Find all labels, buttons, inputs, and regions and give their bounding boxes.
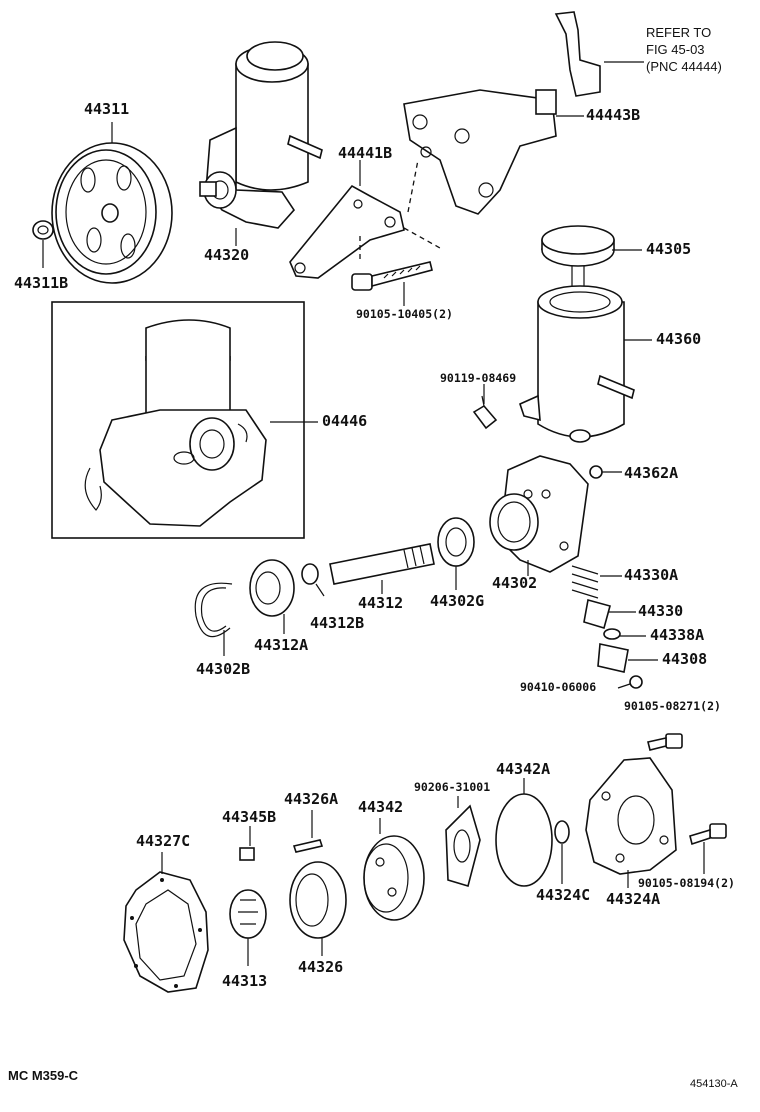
pump-body-44302 bbox=[489, 455, 589, 573]
callout-44441B: 44441B bbox=[338, 144, 393, 162]
bolt-90105-08194 bbox=[689, 823, 727, 846]
bearing-44302G bbox=[437, 517, 475, 567]
bolt-90119-08469 bbox=[472, 395, 498, 430]
bracket-44443B bbox=[403, 89, 557, 215]
illustration-id: 454130-A bbox=[690, 1078, 738, 1090]
callout-44312B: 44312B bbox=[310, 614, 365, 632]
model-code: MC M359-C bbox=[8, 1068, 79, 1083]
callout-44313: 44313 bbox=[222, 972, 268, 990]
callout-90410-06006: 90410-06006 bbox=[520, 680, 597, 694]
union-44308 bbox=[597, 643, 629, 673]
pin-44326A bbox=[292, 839, 324, 853]
o-ring-44342A bbox=[495, 793, 553, 887]
callout-44311B: 44311B bbox=[14, 274, 69, 292]
callout-44326A: 44326A bbox=[284, 790, 339, 808]
vane-44345B bbox=[239, 847, 255, 861]
reservoir-cap-44305 bbox=[541, 225, 615, 298]
gasket-90206-31001 bbox=[445, 804, 481, 888]
callout-44308: 44308 bbox=[662, 650, 708, 668]
callout-44311: 44311 bbox=[84, 100, 130, 118]
callout-44312: 44312 bbox=[358, 594, 404, 612]
retaining-ring-44302B bbox=[194, 582, 233, 638]
pulley-44311 bbox=[51, 142, 173, 284]
callout-90105-10405: 90105-10405(2) bbox=[356, 307, 453, 321]
gasket-44327C bbox=[123, 871, 209, 993]
callout-44330: 44330 bbox=[638, 602, 684, 620]
o-ring-44338A bbox=[603, 628, 621, 640]
o-ring-44324C bbox=[554, 820, 570, 844]
callout-44312A: 44312A bbox=[254, 636, 309, 654]
callout-44342: 44342 bbox=[358, 798, 404, 816]
callout-90105-08271: 90105-08271(2) bbox=[624, 699, 721, 713]
reference-note: REFER TO FIG 45-03 (PNC 44444) bbox=[646, 24, 722, 75]
snap-ring-44312B bbox=[301, 563, 319, 585]
gasket-kit-inset-04446 bbox=[51, 301, 305, 539]
callout-44320: 44320 bbox=[204, 246, 250, 264]
callout-44330A: 44330A bbox=[624, 566, 679, 584]
callout-44345B: 44345B bbox=[222, 808, 277, 826]
rotor-44313 bbox=[229, 889, 267, 939]
callout-44302B: 44302B bbox=[196, 660, 251, 678]
spring-44330A bbox=[571, 565, 599, 599]
callout-44302: 44302 bbox=[492, 574, 538, 592]
reference-note-line2: FIG 45-03 bbox=[646, 42, 705, 57]
callout-90119-08469: 90119-08469 bbox=[440, 371, 517, 385]
callout-44342A: 44342A bbox=[496, 760, 551, 778]
flow-control-valve-44330 bbox=[583, 598, 611, 630]
pressure-plate-44342 bbox=[363, 835, 425, 921]
pump-assembly-44320 bbox=[199, 41, 323, 229]
callout-44443B: 44443B bbox=[586, 106, 641, 124]
cam-ring-44326 bbox=[289, 861, 347, 939]
nut-44311B bbox=[32, 220, 54, 240]
bracket-44441B bbox=[289, 184, 405, 279]
callout-44326: 44326 bbox=[298, 958, 344, 976]
bearing-44312A bbox=[249, 559, 295, 617]
callout-90206-31001: 90206-31001 bbox=[414, 780, 491, 794]
o-ring-44362A bbox=[589, 465, 603, 479]
reference-note-line3: (PNC 44444) bbox=[646, 59, 722, 74]
bolt-90105-10405 bbox=[351, 261, 433, 291]
callout-90105-08194: 90105-08194(2) bbox=[638, 876, 735, 890]
callout-44360: 44360 bbox=[656, 330, 702, 348]
stay-bracket bbox=[554, 11, 601, 97]
callout-44305: 44305 bbox=[646, 240, 692, 258]
callout-44327C: 44327C bbox=[136, 832, 191, 850]
callout-04446: 04446 bbox=[322, 412, 368, 430]
callout-44362A: 44362A bbox=[624, 464, 679, 482]
callout-44338A: 44338A bbox=[650, 626, 705, 644]
shaft-44312 bbox=[329, 543, 435, 585]
rear-cover-44324A bbox=[585, 757, 677, 875]
bolt-90105-08271 bbox=[647, 733, 683, 751]
plug-90410-06006 bbox=[629, 675, 643, 689]
reference-note-line1: REFER TO bbox=[646, 25, 712, 40]
callout-44302G: 44302G bbox=[430, 592, 485, 610]
callout-44324C: 44324C bbox=[536, 886, 591, 904]
reservoir-tank-44360 bbox=[519, 285, 635, 443]
callout-44324A: 44324A bbox=[606, 890, 661, 908]
